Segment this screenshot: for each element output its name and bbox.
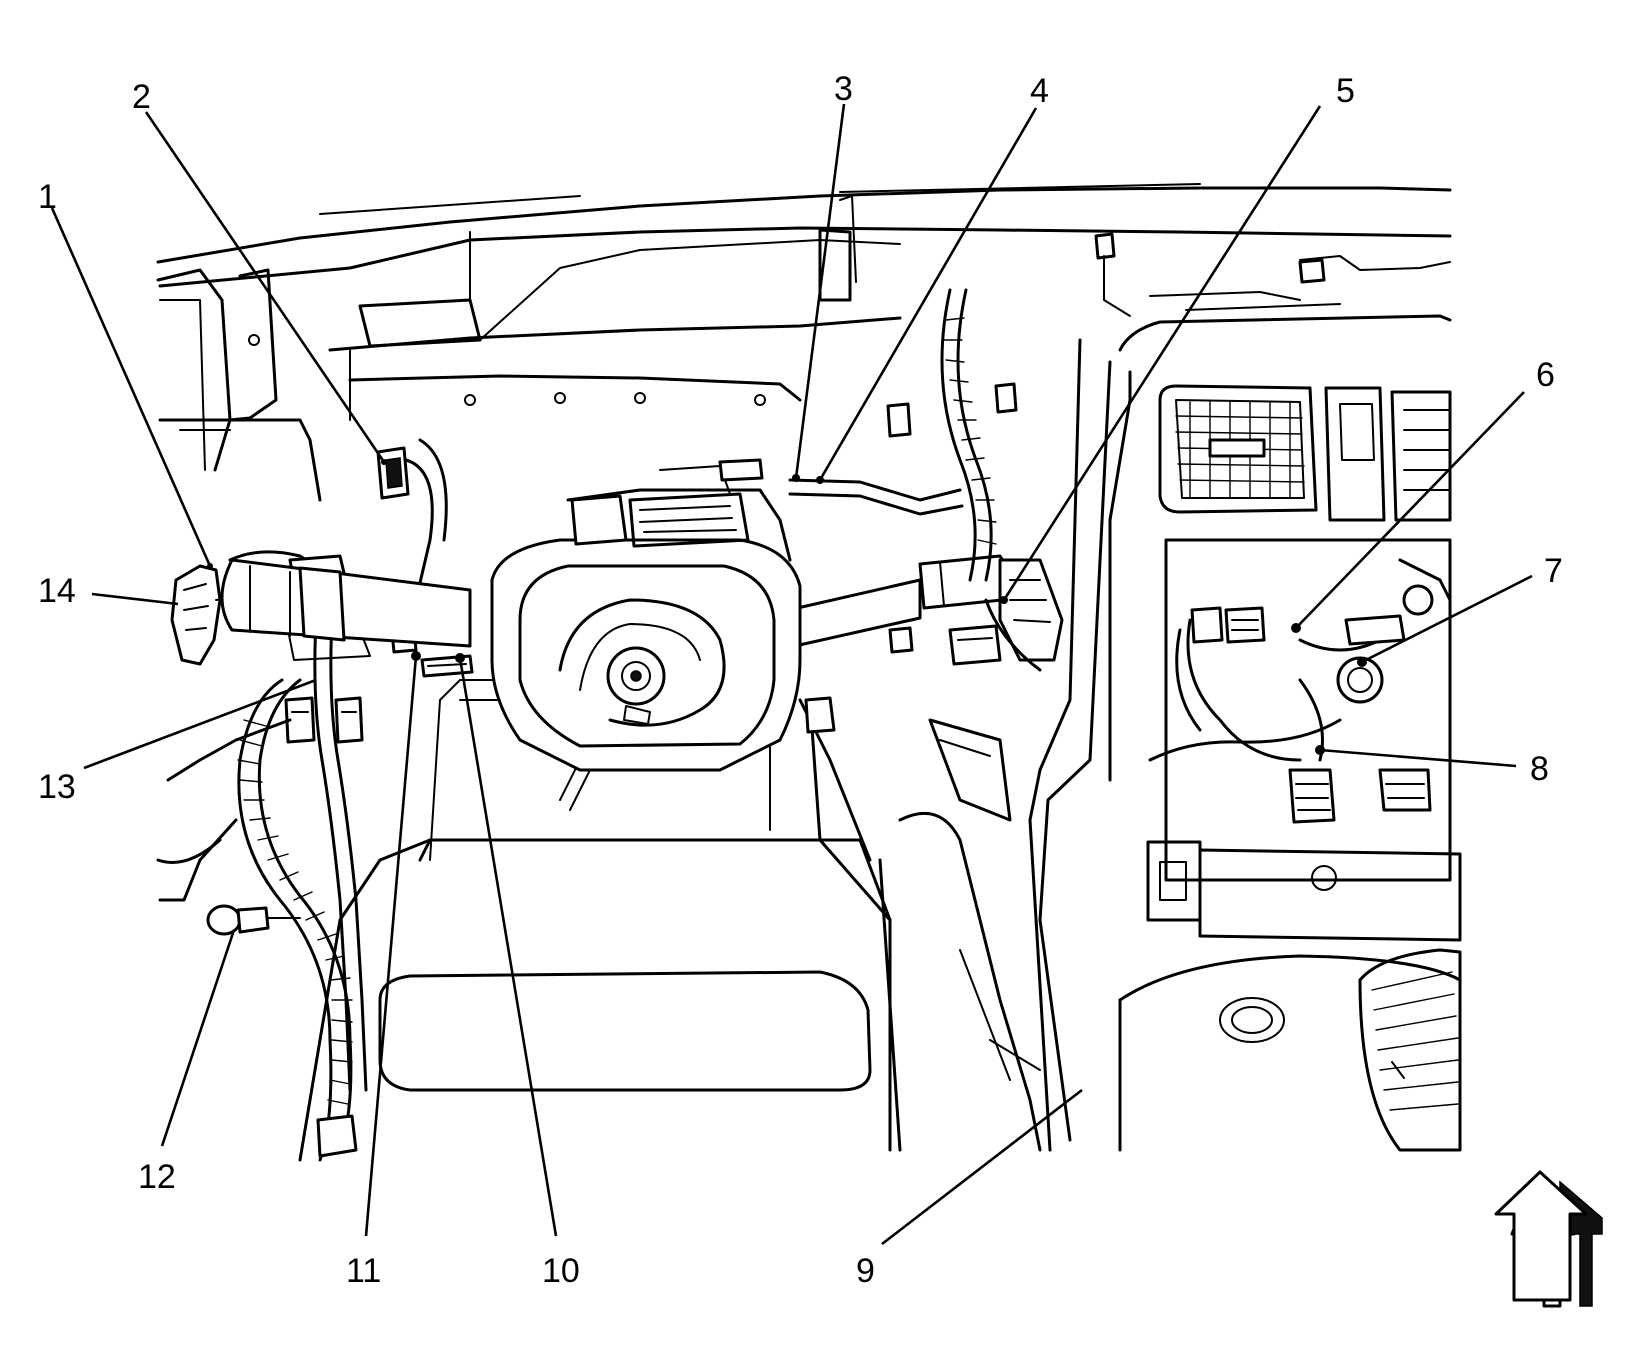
callout-1: 1: [38, 178, 57, 216]
callout-leaders: [50, 103, 1533, 1246]
callout-12: 12: [138, 1158, 176, 1196]
up-arrow-icon: [1494, 1170, 1603, 1308]
callout-4: 4: [1030, 72, 1049, 110]
callout-11: 11: [346, 1252, 381, 1290]
callout-9: 9: [856, 1252, 875, 1290]
steering-column: [220, 458, 1009, 862]
callout-5: 5: [1336, 72, 1355, 110]
knee-bolster-area: [298, 338, 1082, 1162]
callout-6: 6: [1536, 356, 1555, 394]
dashboard-frame: [156, 183, 1452, 502]
callout-labels: 1 2 3 4 5 6 7 8 9 10 11 12 13 14: [38, 70, 1563, 1290]
center-stack: [1038, 314, 1462, 1152]
callout-7: 7: [1544, 552, 1563, 590]
callout-13: 13: [38, 768, 76, 806]
callout-8: 8: [1530, 750, 1549, 788]
upper-harness: [788, 232, 1452, 824]
callout-3: 3: [834, 70, 853, 108]
callout-2: 2: [132, 78, 151, 116]
callout-10: 10: [542, 1252, 580, 1290]
left-harness: [156, 438, 474, 1162]
callout-14: 14: [38, 572, 76, 610]
